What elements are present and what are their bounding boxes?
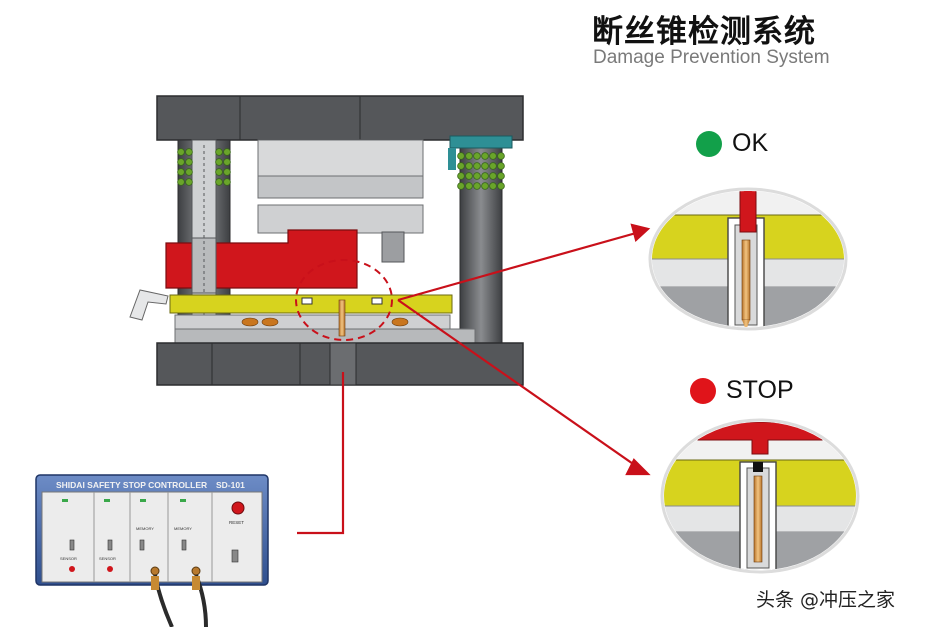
page-title: 断丝锥检测系统: [592, 14, 816, 50]
channel-label-1: SENSOR: [60, 556, 77, 561]
channel-label-3: MEMORY: [136, 526, 154, 531]
status-stop: STOP: [690, 376, 794, 405]
channel-label-2: SENSOR: [99, 556, 116, 561]
ok-detail-view: [648, 187, 848, 331]
safety-stop-controller: [35, 474, 269, 627]
left-spring: [177, 148, 231, 186]
right-spring: [457, 152, 505, 190]
page-subtitle: Damage Prevention System: [593, 47, 830, 68]
stop-detail-view: [660, 418, 860, 574]
die-assembly: [129, 95, 524, 386]
controller-model: SD-101: [216, 480, 245, 490]
detail-highlight-circle: [295, 259, 393, 341]
red-dot-icon: [690, 377, 716, 404]
watermark: 头条 @冲压之家: [756, 589, 896, 611]
status-stop-label: STOP: [726, 376, 794, 404]
green-dot-icon: [696, 130, 722, 157]
callout-arrows: [297, 223, 651, 535]
status-ok: OK: [696, 129, 768, 158]
reset-label: RESET: [229, 520, 244, 525]
channel-label-4: MEMORY: [174, 526, 192, 531]
status-ok-label: OK: [732, 129, 769, 157]
controller-brand: SHIDAI SAFETY STOP CONTROLLER: [56, 480, 207, 490]
reset-button-icon: [231, 501, 245, 515]
